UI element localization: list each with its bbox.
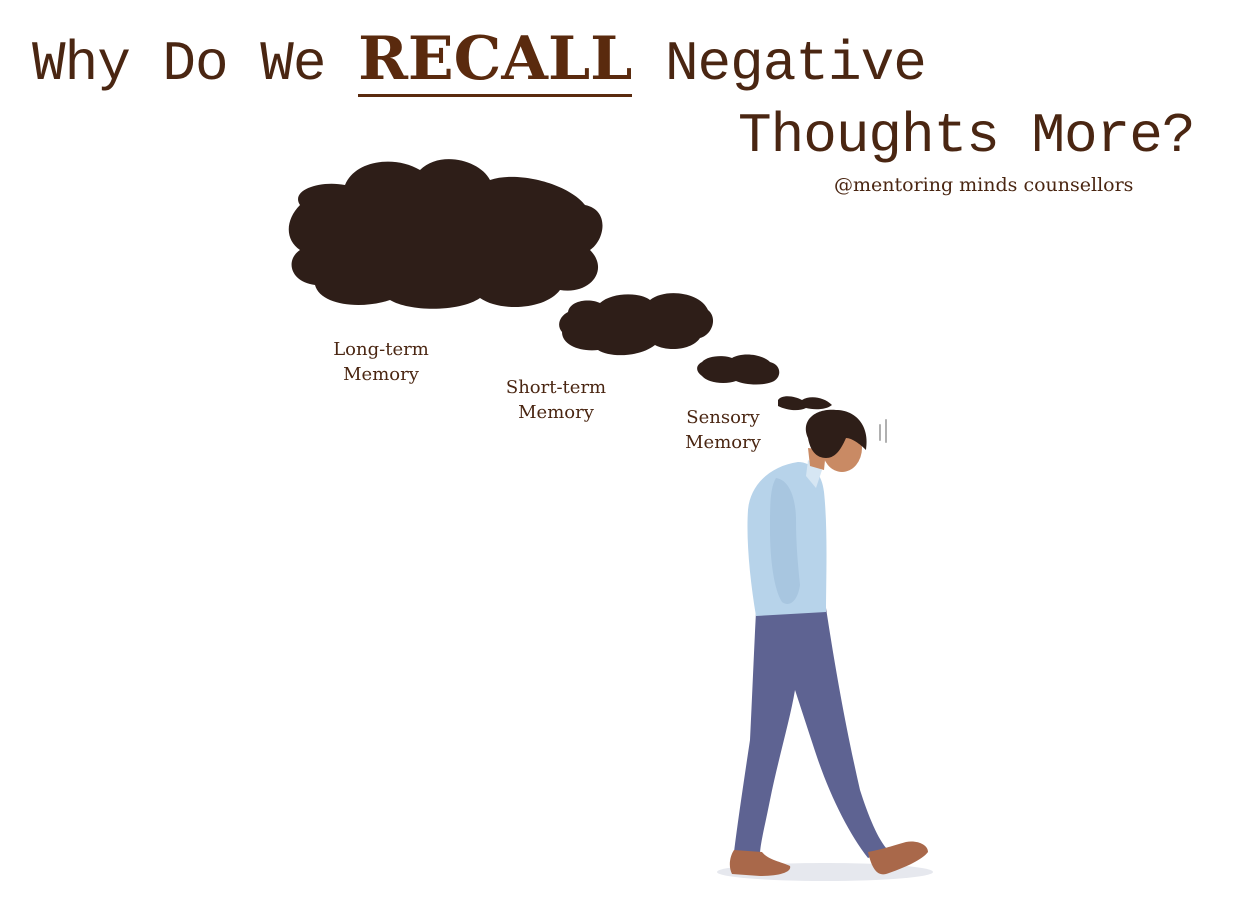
- hair: [805, 409, 867, 458]
- title-emphasis-recall: RECALL: [358, 24, 633, 97]
- short-term-label-line-2: Memory: [518, 402, 594, 423]
- title-prefix: Why Do We: [32, 32, 326, 96]
- title-line-1: Why Do We RECALL Negative: [32, 24, 927, 97]
- thought-wisp: [778, 396, 832, 411]
- right-shoe: [868, 841, 928, 875]
- sensory-memory-label: Sensory Memory: [668, 405, 778, 455]
- long-term-memory-label: Long-term Memory: [316, 337, 446, 387]
- short-term-memory-label: Short-term Memory: [488, 375, 624, 425]
- sensory-label-line-1: Sensory: [686, 407, 760, 428]
- short-term-label-line-1: Short-term: [505, 377, 607, 398]
- worry-marks-icon: [879, 419, 887, 443]
- title-suffix: Negative: [664, 32, 927, 96]
- short-term-memory-cloud: [559, 293, 714, 356]
- credit-handle: @mentoring minds counsellors: [834, 174, 1134, 196]
- sensory-label-line-2: Memory: [685, 432, 761, 453]
- long-term-label-line-1: Long-term: [333, 339, 429, 360]
- sad-walking-person: [729, 409, 928, 876]
- long-term-memory-cloud: [288, 159, 603, 309]
- title-line-2: Thoughts More?: [738, 104, 1195, 168]
- left-shoe: [729, 850, 791, 876]
- collar: [806, 460, 822, 488]
- arm: [770, 478, 800, 605]
- sensory-memory-cloud: [697, 354, 780, 385]
- long-term-label-line-2: Memory: [343, 364, 419, 385]
- pants: [734, 608, 888, 858]
